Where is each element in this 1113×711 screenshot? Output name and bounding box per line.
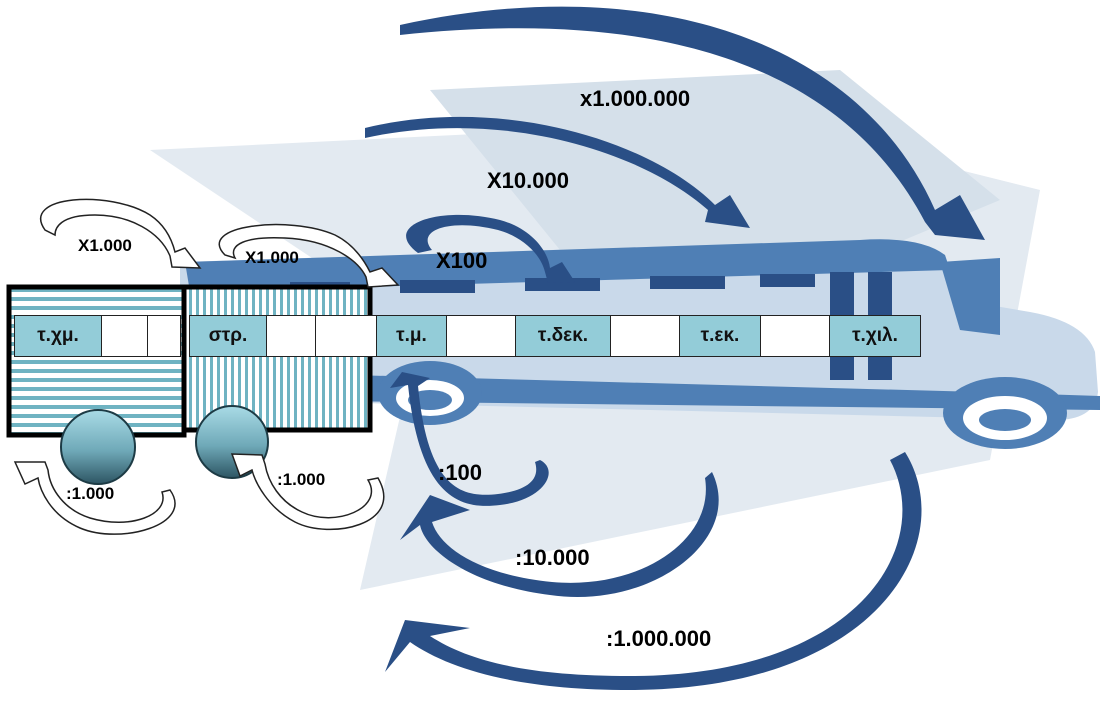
- arrow-d10000: [400, 472, 719, 598]
- trailer-car-2: [181, 284, 373, 433]
- label-x1000-a: X1.000: [78, 236, 132, 255]
- blank-cell: [760, 315, 830, 357]
- arrow-d100: [390, 372, 549, 506]
- arrow-d1000-b: [230, 453, 385, 531]
- label-x1000000: x1.000.000: [580, 86, 691, 111]
- label-x100: X100: [436, 248, 488, 273]
- blank-cell: [266, 315, 316, 357]
- arrow-x1000000: [400, 6, 985, 240]
- blank-cell: [315, 315, 377, 357]
- unit-cell-sq-km: τ.χμ.: [14, 315, 102, 357]
- arrow-x1000-b: [218, 223, 400, 288]
- blank-cell: [147, 315, 181, 357]
- arrow-d1000-a: [13, 461, 176, 535]
- arrow-x1000-a: [40, 198, 202, 269]
- blank-cell: [446, 315, 516, 357]
- trailer-wheel-1: [60, 409, 136, 485]
- unit-cell-sq-dm: τ.δεκ.: [515, 315, 611, 357]
- label-d1000-b: :1.000: [277, 470, 326, 489]
- unit-cell-sq-mm: τ.χιλ.: [829, 315, 921, 357]
- label-d1000000: :1.000.000: [606, 626, 712, 651]
- label-x1000-b: X1.000: [245, 248, 299, 267]
- arrow-x10000: [365, 116, 750, 228]
- blank-cell: [101, 315, 148, 357]
- unit-cell-sq-cm: τ.εκ.: [679, 315, 761, 357]
- label-x10000: X10.000: [487, 168, 569, 193]
- label-d100: :100: [438, 460, 483, 485]
- label-d10000: :10.000: [515, 545, 590, 570]
- unit-cell-stremma: στρ.: [189, 315, 267, 357]
- blank-cell: [610, 315, 680, 357]
- label-d1000-a: :1.000: [66, 484, 115, 503]
- arrow-x100: [406, 214, 575, 283]
- unit-cell-sq-m: τ.μ.: [376, 315, 447, 357]
